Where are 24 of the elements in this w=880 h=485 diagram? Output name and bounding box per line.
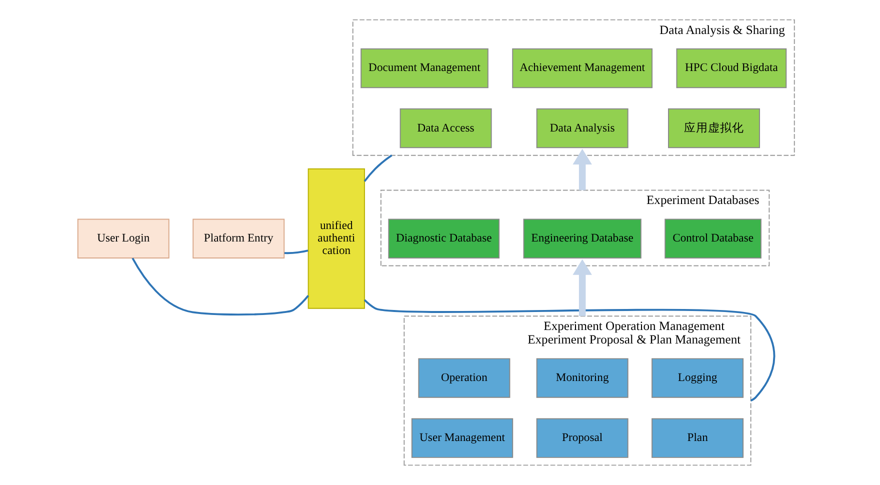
connector	[364, 299, 776, 402]
node-box: Proposal	[536, 418, 628, 458]
node-box: 应用虚拟化	[668, 108, 760, 148]
node-box: Platform Entry	[192, 218, 285, 258]
node-box: Data Access	[400, 108, 492, 148]
arrow	[572, 148, 592, 190]
node-box: Achievement Management	[512, 48, 653, 88]
node-box: unified authenti cation	[308, 168, 365, 309]
node-box: Plan	[652, 418, 744, 458]
node-box: Control Database	[664, 218, 762, 258]
node-box: User Management	[411, 418, 514, 458]
arrow	[572, 259, 592, 316]
node-box: HPC Cloud Bigdata	[676, 48, 787, 88]
node-box: Engineering Database	[523, 218, 642, 258]
connector	[364, 154, 392, 182]
node-box: Monitoring	[536, 358, 628, 398]
node-box: Data Analysis	[536, 108, 628, 148]
node-box: Operation	[418, 358, 510, 398]
node-box: Diagnostic Database	[388, 218, 500, 258]
node-box: User Login	[77, 218, 170, 258]
connector	[284, 250, 308, 254]
node-box: Logging	[652, 358, 744, 398]
node-box: Document Management	[360, 48, 488, 88]
connector	[132, 258, 310, 316]
